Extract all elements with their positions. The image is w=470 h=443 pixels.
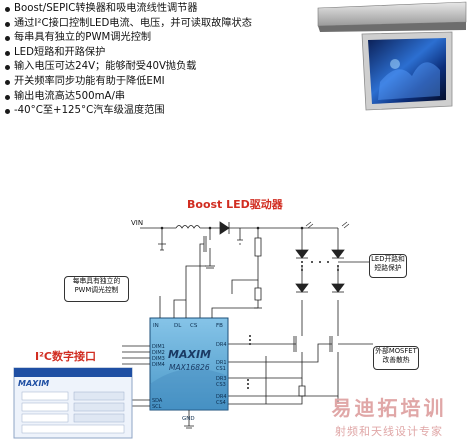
output-mosfets xyxy=(200,330,373,405)
chip-part-number: MAX16826 xyxy=(169,363,210,372)
i2c-software-window xyxy=(13,367,133,439)
led-dots xyxy=(160,226,339,271)
chip-pin-in: IN xyxy=(153,323,159,329)
pwm-dim-callout: 每串具有独立的PWM调光控制 xyxy=(64,276,129,302)
feature-list: Boost/SEPIC转换器和吸电流线性调节器 通过I²C接口控制LED电流、电… xyxy=(4,2,304,119)
chip-pin-dr1: DR1 xyxy=(216,360,227,366)
chip-pin-dim3: DIM3 xyxy=(152,356,165,362)
chip-pin-dr3: DR3 xyxy=(216,376,227,382)
mosfet-dots xyxy=(247,335,251,389)
monitor-image xyxy=(317,1,467,111)
vin-label: VIN xyxy=(131,219,143,227)
watermark: 易迪拓培训 射频和天线设计专家 xyxy=(314,392,464,439)
feature-item: LED短路和开路保护 xyxy=(4,46,304,61)
feature-item: Boost/SEPIC转换器和吸电流线性调节器 xyxy=(4,2,304,17)
chip-pin-cs4: CS4 xyxy=(216,400,226,406)
i2c-interface-title: I²C数字接口 xyxy=(35,350,96,363)
chip-pin-cs1: CS1 xyxy=(216,366,226,372)
boost-stage xyxy=(140,221,302,331)
feature-item: -40°C至+125°C汽车级温度范围 xyxy=(4,104,304,119)
feature-item: 每串具有独立的PWM调光控制 xyxy=(4,31,304,46)
feature-item: 输出电流高达500mA/串 xyxy=(4,90,304,105)
chip-pin-dl: DL xyxy=(174,323,182,329)
mosfet-callout: 外部MOSFET改善散热 xyxy=(373,346,419,370)
maxim-logo: MAXIM xyxy=(168,348,211,361)
chip-pin-cs3: CS3 xyxy=(216,382,226,388)
chip-pin-scl: SCL xyxy=(152,404,162,410)
chip-pin-dim2: DIM2 xyxy=(152,350,165,356)
chip-pin-sda: SDA xyxy=(152,398,163,404)
led-strings xyxy=(295,221,369,330)
watermark-subtitle: 射频和天线设计专家 xyxy=(335,425,443,438)
chip-pin-gnd: GND xyxy=(182,416,195,422)
chip-pin-dim1: DIM1 xyxy=(152,344,165,350)
chip-pin-dim4: DIM4 xyxy=(152,362,165,368)
chip-pin-dr4a: DR4 xyxy=(216,342,227,348)
chip-pin-dr4b: DR4 xyxy=(216,394,227,400)
boost-driver-title: Boost LED驱动器 xyxy=(187,198,283,211)
feature-item: 开关频率同步功能有助于降低EMI xyxy=(4,75,304,90)
led-protect-callout: LED开路和短路保护 xyxy=(369,254,407,278)
feature-item: 通过I²C接口控制LED电流、电压，并可读取故障状态 xyxy=(4,17,304,32)
chip-pin-fb: FB xyxy=(216,323,223,329)
max16826-chip xyxy=(149,317,229,411)
chip-pin-cs: CS xyxy=(190,323,198,329)
watermark-title: 易迪拓培训 xyxy=(331,396,447,420)
software-logo: MAXIM xyxy=(18,379,49,388)
feature-item: 输入电压可达24V；能够耐受40V抛负载 xyxy=(4,60,304,75)
